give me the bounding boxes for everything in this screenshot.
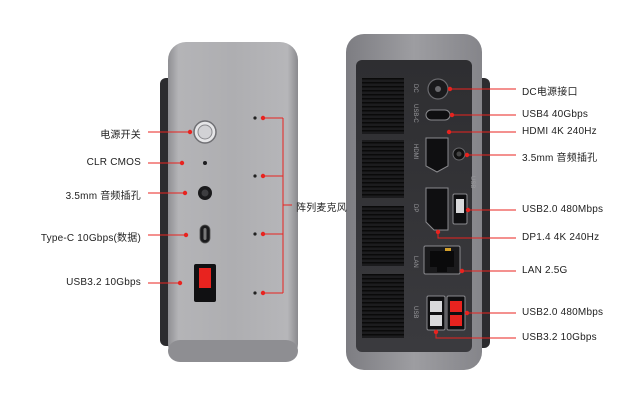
front-leaders: [148, 115, 292, 296]
label-clr-cmos: CLR CMOS: [86, 157, 141, 168]
label-usb4: USB4 40Gbps: [522, 109, 589, 120]
etching-dc: DC: [412, 84, 418, 93]
label-rear-audio: 3.5mm 音频插孔: [522, 153, 598, 164]
etching-usb-bottom: USB: [412, 306, 418, 318]
front-chassis: [168, 42, 298, 362]
rear-unit: DC USB-C HDMI USB DP LAN USB: [346, 34, 490, 370]
label-type-c: Type-C 10Gbps(数据): [40, 233, 141, 244]
audio-jack-icon: [452, 147, 466, 161]
clr-cmos-pinhole-icon: [203, 161, 207, 165]
etching-usbc: USB-C: [412, 104, 418, 123]
label-lan: LAN 2.5G: [522, 265, 568, 276]
dc-jack-icon: [427, 78, 449, 100]
vent-grille: [362, 78, 404, 134]
vent-grille: [362, 140, 404, 198]
rear-leaders: [433, 86, 516, 339]
etching-dp: DP: [412, 204, 418, 212]
label-dc-power: DC电源接口: [522, 87, 578, 98]
port-etchings: DC USB-C HDMI USB DP LAN USB: [412, 84, 475, 318]
label-audio-jack: 3.5mm 音频插孔: [65, 191, 141, 202]
hdmi-port-icon: [425, 137, 449, 173]
front-unit: [160, 42, 298, 362]
label-mic-array: 阵列麦克风: [296, 203, 347, 214]
vent-grille: [362, 206, 404, 266]
etching-usb-a: USB: [469, 176, 475, 188]
power-button-icon: [193, 120, 217, 144]
audio-jack-icon: [198, 186, 212, 200]
label-usb2-b: USB2.0 480Mbps: [522, 307, 604, 318]
label-hdmi: HDMI 4K 240Hz: [522, 126, 597, 137]
etching-lan: LAN: [412, 256, 418, 268]
vent-grille: [362, 274, 404, 338]
etching-hdmi: HDMI: [412, 144, 418, 160]
front-chassis-base: [168, 340, 298, 362]
label-usb32: USB3.2 10Gbps: [66, 277, 141, 288]
label-usb32-rear: USB3.2 10Gbps: [522, 332, 597, 343]
label-dp: DP1.4 4K 240Hz: [522, 232, 600, 243]
dp-port-icon: [425, 187, 449, 231]
label-usb2-a: USB2.0 480Mbps: [522, 204, 604, 215]
label-power-switch: 电源开关: [100, 130, 141, 141]
mic-dots: [253, 116, 257, 295]
usb4-port-icon: [425, 109, 451, 121]
